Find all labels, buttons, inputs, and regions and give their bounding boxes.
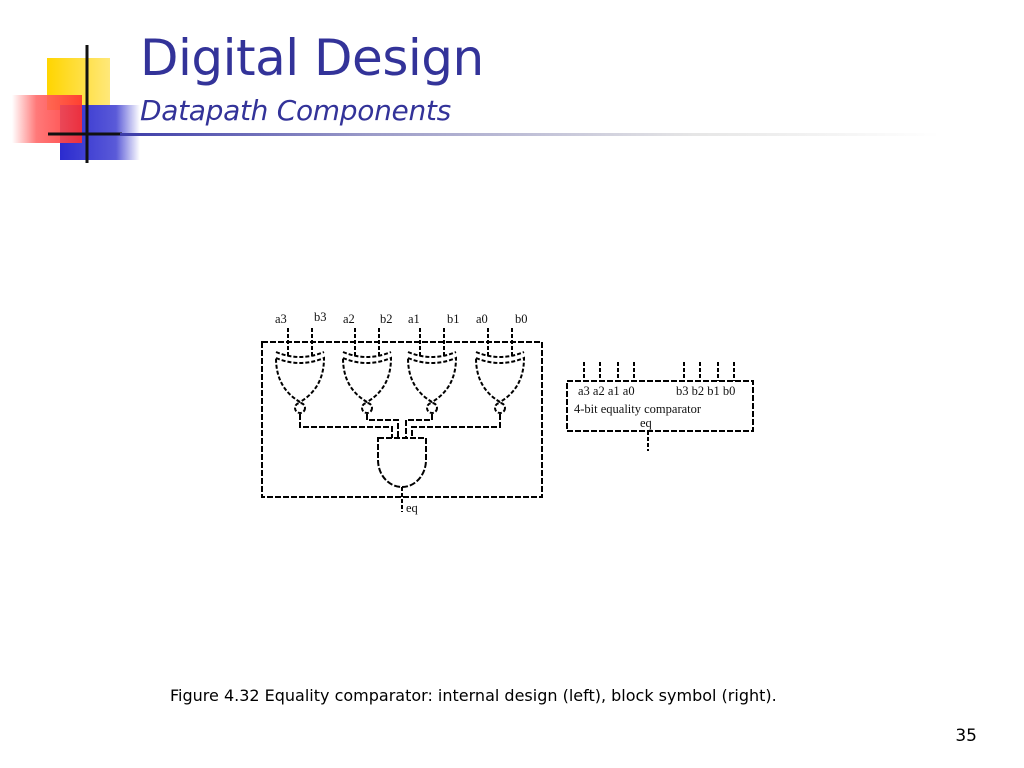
xor-gate-xor3	[274, 328, 326, 414]
xor-body	[406, 356, 458, 404]
xor-gate-xor2	[341, 328, 393, 414]
block-eq-label: eq	[640, 416, 653, 430]
wire-xor0	[411, 414, 501, 438]
xor-gate-xor1	[406, 328, 458, 414]
equality-comparator-diagram: a3 b3 a2 b2 a1 b1 a0 b0 eq a3 a2 a1 a0 b…	[261, 310, 754, 515]
xor-gate-xor0	[474, 328, 526, 414]
block-input-pins	[583, 362, 735, 381]
inversion-bubble	[426, 402, 438, 414]
xor-back-curve	[275, 351, 325, 358]
wire-xor3	[299, 414, 393, 438]
slide-logo	[12, 45, 140, 163]
title-divider	[120, 133, 940, 136]
inversion-bubble	[361, 402, 373, 414]
wire-xor1	[405, 414, 433, 438]
label-b2: b2	[380, 312, 393, 326]
inversion-bubble	[494, 402, 506, 414]
xor-back-curve	[475, 351, 525, 358]
slide-title: Digital Design	[140, 29, 484, 87]
label-b0: b0	[515, 312, 528, 326]
xor-back-curve	[342, 351, 392, 358]
xor-body	[474, 356, 526, 404]
and-gate	[377, 437, 427, 488]
page-number: 35	[955, 726, 977, 746]
xor-back-curve	[407, 351, 457, 358]
label-b3: b3	[314, 310, 327, 324]
xor-body	[274, 356, 326, 404]
xor-to-and-wires	[299, 414, 501, 438]
wire-xor2	[366, 414, 399, 438]
block-name: 4-bit equality comparator	[574, 402, 702, 416]
label-eq-internal: eq	[406, 501, 419, 515]
internal-design-outline	[261, 341, 543, 498]
block-inputs-b: b3 b2 b1 b0	[676, 384, 735, 398]
block-symbol-outline	[566, 380, 754, 432]
inversion-bubble	[294, 402, 306, 414]
label-a3: a3	[275, 312, 287, 326]
label-a0: a0	[476, 312, 488, 326]
label-a1: a1	[408, 312, 420, 326]
xor-gates	[274, 328, 526, 414]
label-a2: a2	[343, 312, 355, 326]
xor-body	[341, 356, 393, 404]
slide-subtitle: Datapath Components	[140, 94, 451, 127]
block-inputs-a: a3 a2 a1 a0	[578, 384, 635, 398]
figure-caption: Figure 4.32 Equality comparator: interna…	[170, 686, 777, 705]
label-b1: b1	[447, 312, 460, 326]
